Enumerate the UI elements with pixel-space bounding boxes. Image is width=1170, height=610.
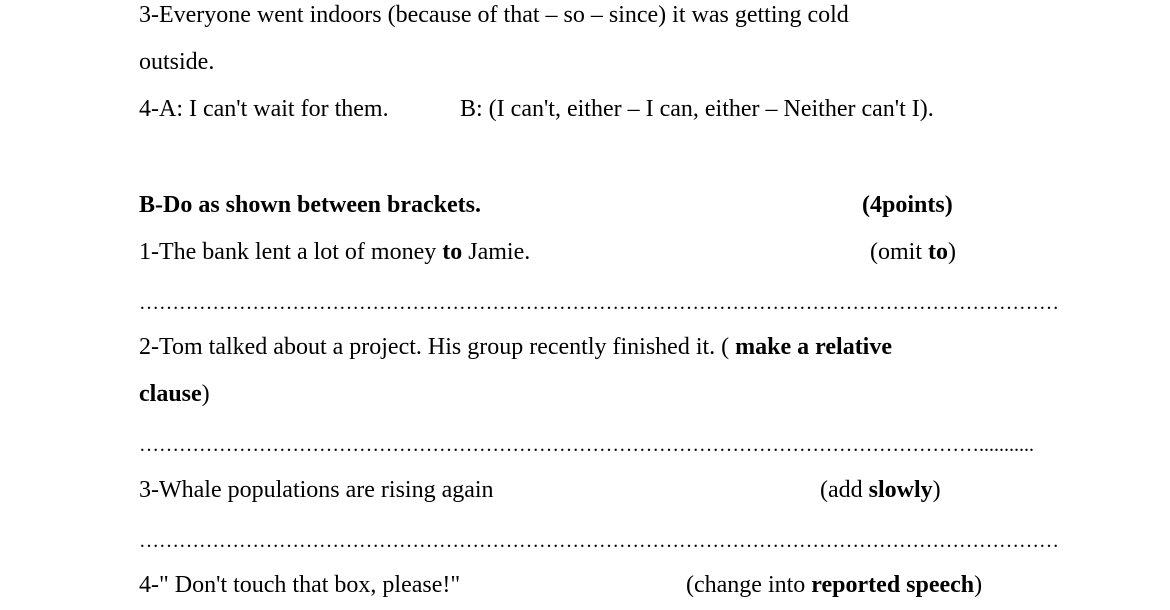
question-b2-instr-bold-2: clause [139,381,202,407]
question-b4-instr-after: ) [974,572,983,598]
question-b2-text: 2-Tom talked about a project. His group … [139,334,736,360]
question-b3-instr-after: ) [932,477,941,503]
answer-line-b3[interactable]: …………………………………………………………………………………………………………… [139,530,1059,552]
question-b1-text-after: Jamie. [462,239,531,265]
question-b3-instr-before: (add [820,477,869,503]
question-b1: 1-The bank lent a lot of money to Jamie. [139,237,530,267]
answer-line-b1[interactable]: …………………………………………………………………………………………………………… [139,292,1059,314]
question-b1-instr-before: (omit [870,239,928,265]
section-b-title: B-Do as shown between brackets. [139,192,481,218]
answer-line-b2[interactable]: …………………………………………………………………………………………………………… [139,434,1034,456]
question-a4-speaker-a: 4-A: I can't wait for them. [139,96,389,122]
question-b1-text-before: 1-The bank lent a lot of money [139,239,443,265]
question-b2-instr-bold-1: make a relative [735,334,892,360]
question-a3-line2: outside. [139,49,215,75]
section-b-points: (4points) [862,190,953,220]
question-b3-instruction: (add slowly) [820,475,941,505]
question-b1-bold: to [442,239,463,265]
question-b2: 2-Tom talked about a project. His group … [139,332,892,362]
question-b4-instruction: (change into reported speech) [686,570,982,600]
question-b4: 4-" Don't touch that box, please!" [139,572,461,598]
question-b4-instr-bold: reported speech [811,572,975,598]
section-b-heading: B-Do as shown between brackets. [139,190,481,220]
question-b1-instr-after: ) [948,239,956,265]
question-b2-line2: clause) [139,379,210,409]
question-b3-instr-bold: slowly [868,477,933,503]
question-a4-speaker-b: B: (I can't, either – I can, either – Ne… [460,96,934,122]
question-b1-instr-bold: to [928,239,948,265]
question-a4: 4-A: I can't wait for them. [139,94,389,124]
question-b2-instr-after: ) [201,381,210,407]
question-a3-line1: 3-Everyone went indoors (because of that… [139,2,849,28]
question-b1-instruction: (omit to) [870,237,956,267]
section-b-points-label: (4points) [862,192,953,218]
question-b3: 3-Whale populations are rising again [139,477,494,503]
question-b4-instr-before: (change into [686,572,812,598]
